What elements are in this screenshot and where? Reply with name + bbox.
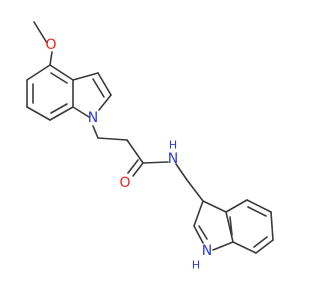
bond <box>255 239 274 254</box>
bond <box>270 211 274 241</box>
bond <box>126 139 144 164</box>
bonds <box>26 21 274 254</box>
amide-nitrogen-label: N <box>168 151 178 167</box>
bond <box>72 72 99 81</box>
bond <box>49 51 53 66</box>
atom-labels: O N O N H N H <box>45 37 212 272</box>
bond <box>26 64 51 81</box>
bond <box>92 125 99 139</box>
amide-hydrogen-label: H <box>169 139 177 152</box>
bond <box>246 199 272 213</box>
bond <box>49 106 74 121</box>
bond <box>142 161 169 164</box>
molecule-diagram: O N O N H N H <box>26 21 274 272</box>
bond <box>193 200 204 227</box>
bond <box>232 241 257 254</box>
bond <box>50 72 68 84</box>
bond <box>175 163 188 181</box>
bond <box>50 103 68 114</box>
bond <box>225 199 248 213</box>
bond <box>186 179 204 202</box>
methoxy-oxygen-label: O <box>45 37 56 53</box>
bond <box>198 225 208 240</box>
bond <box>49 64 74 81</box>
bond <box>33 21 48 44</box>
bond <box>72 106 90 118</box>
bond <box>92 78 105 98</box>
bond <box>26 106 51 121</box>
indole-nitrogen-label: N <box>88 110 98 126</box>
carbonyl-oxygen-label: O <box>119 175 130 191</box>
bond <box>193 225 204 244</box>
bond <box>202 200 227 213</box>
indole-nh-hydrogen-label: H <box>192 259 200 272</box>
bond <box>127 159 139 174</box>
bond <box>229 216 233 236</box>
indole-nh-nitrogen-label: N <box>202 243 212 259</box>
bond <box>247 206 267 217</box>
bond <box>132 162 144 177</box>
bond <box>97 137 128 141</box>
bond <box>212 241 234 251</box>
bond <box>98 94 112 111</box>
bond <box>225 211 234 243</box>
bond <box>253 236 268 248</box>
bond <box>97 72 112 96</box>
